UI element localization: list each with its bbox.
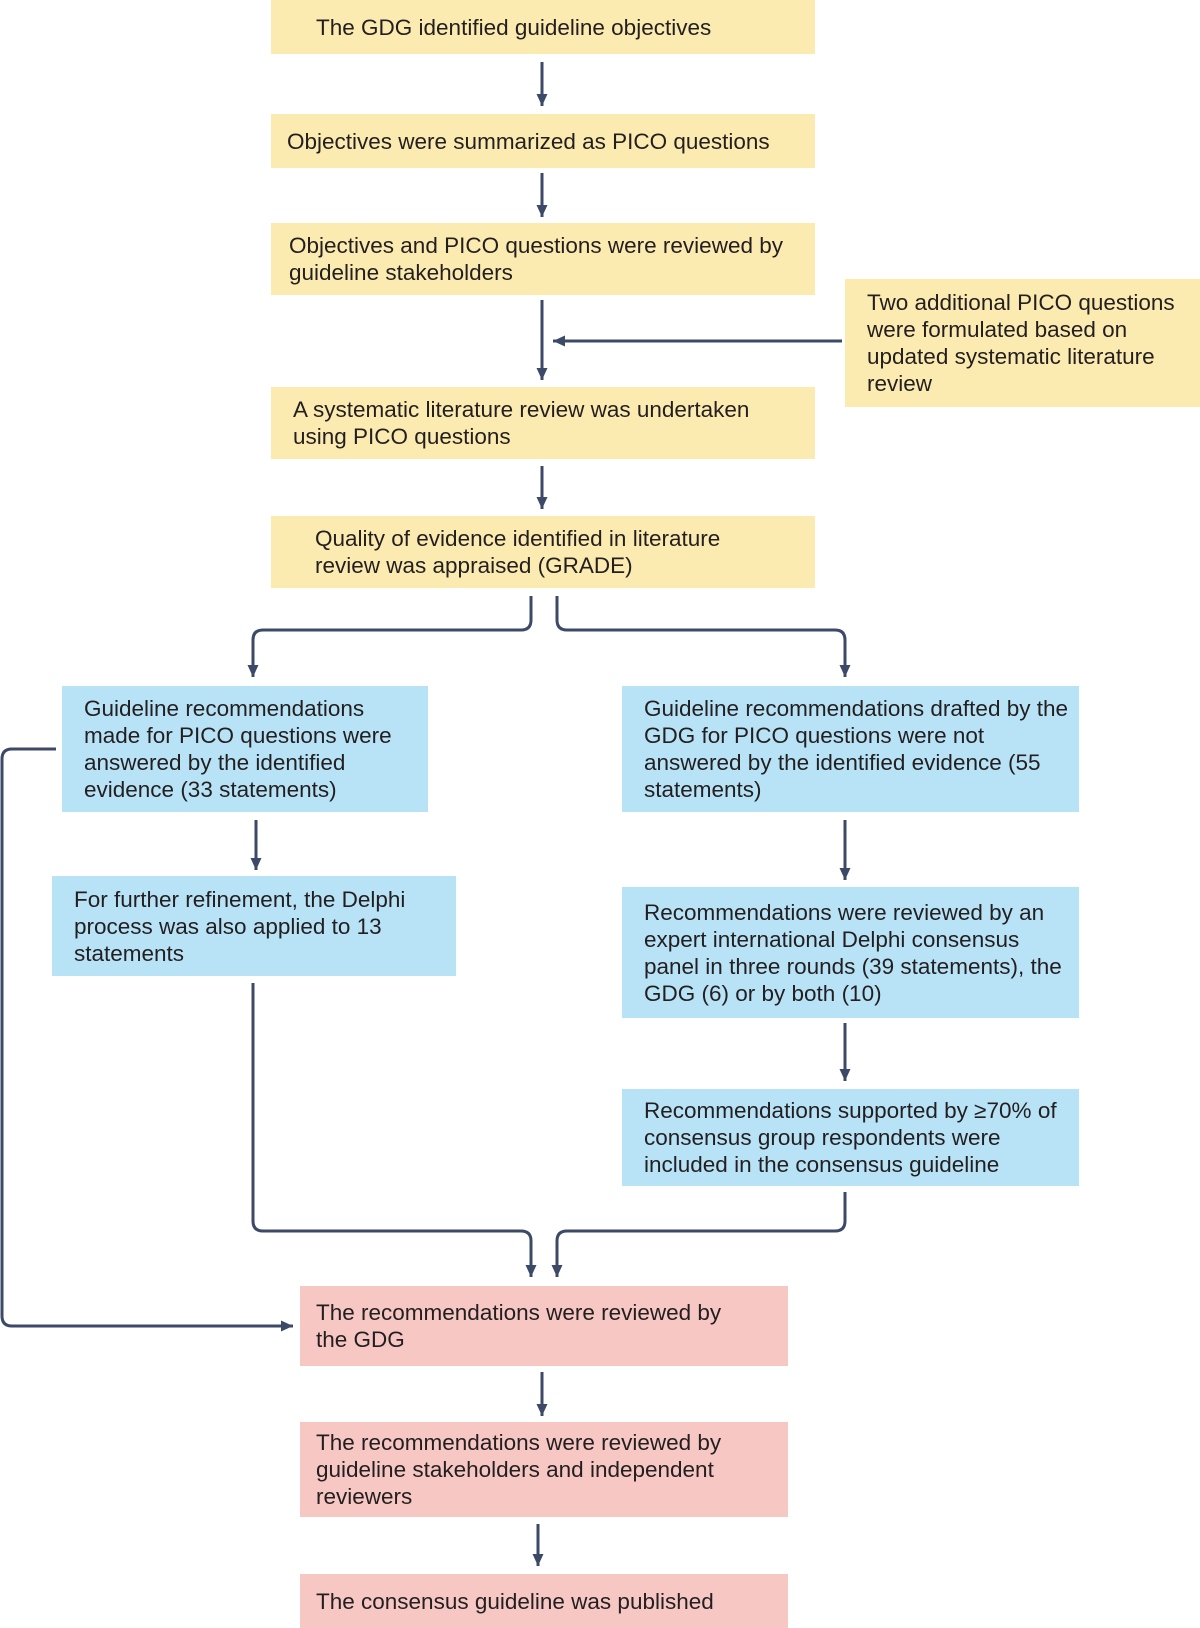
step-grade-text: Quality of evidence identified in litera… [315, 526, 721, 578]
step-not-answered: Guideline recommendations drafted by the… [622, 686, 1079, 812]
step-literature-review: A systematic literature review was under… [271, 387, 815, 459]
step-additional-pico: Two additional PICO questions were formu… [845, 279, 1200, 407]
step-stakeholder-review-text: Objectives and PICO questions were revie… [289, 233, 783, 285]
step-refinement: For further refinement, the Delphi proce… [52, 876, 456, 976]
arrow-answered-to-gdg-review [0, 747, 293, 1332]
step-grade: Quality of evidence identified in litera… [271, 516, 815, 588]
arrow-grade-to-answered [247, 596, 533, 677]
step-published: The consensus guideline was published [300, 1574, 788, 1628]
step-published-text: The consensus guideline was published [316, 1588, 714, 1614]
step-objectives: The GDG identified guideline objectives [271, 0, 815, 54]
arrow-grade-to-not-answered [555, 596, 851, 677]
step-pico-text: Objectives were summarized as PICO quest… [287, 128, 770, 154]
step-additional-pico-text: Two additional PICO questions were formu… [867, 290, 1175, 396]
step-objectives-text: The GDG identified guideline objectives [316, 14, 712, 40]
step-answered-text: Guideline recommendations made for PICO … [84, 696, 392, 802]
arrow-refinement-to-gdg-review [251, 983, 537, 1277]
step-answered: Guideline recommendations made for PICO … [62, 686, 428, 812]
step-independent-review-text: The recommendations were reviewed by gui… [316, 1430, 722, 1509]
step-supported: Recommendations supported by ≥70% of con… [622, 1089, 1079, 1186]
step-not-answered-text: Guideline recommendations drafted by the… [644, 696, 1068, 802]
step-supported-text: Recommendations supported by ≥70% of con… [644, 1098, 1057, 1177]
step-literature-review-text: A systematic literature review was under… [293, 397, 750, 449]
step-gdg-review: The recommendations were reviewed by the… [300, 1286, 788, 1366]
step-gdg-review-text: The recommendations were reviewed by the… [316, 1300, 722, 1352]
step-pico: Objectives were summarized as PICO quest… [271, 114, 815, 168]
step-independent-review: The recommendations were reviewed by gui… [300, 1422, 788, 1517]
step-delphi-review: Recommendations were reviewed by an expe… [622, 887, 1079, 1018]
step-delphi-review-text: Recommendations were reviewed by an expe… [644, 899, 1062, 1006]
step-stakeholder-review: Objectives and PICO questions were revie… [271, 223, 815, 295]
step-refinement-text: For further refinement, the Delphi proce… [74, 886, 406, 966]
arrow-supported-to-gdg-review [551, 1192, 847, 1277]
